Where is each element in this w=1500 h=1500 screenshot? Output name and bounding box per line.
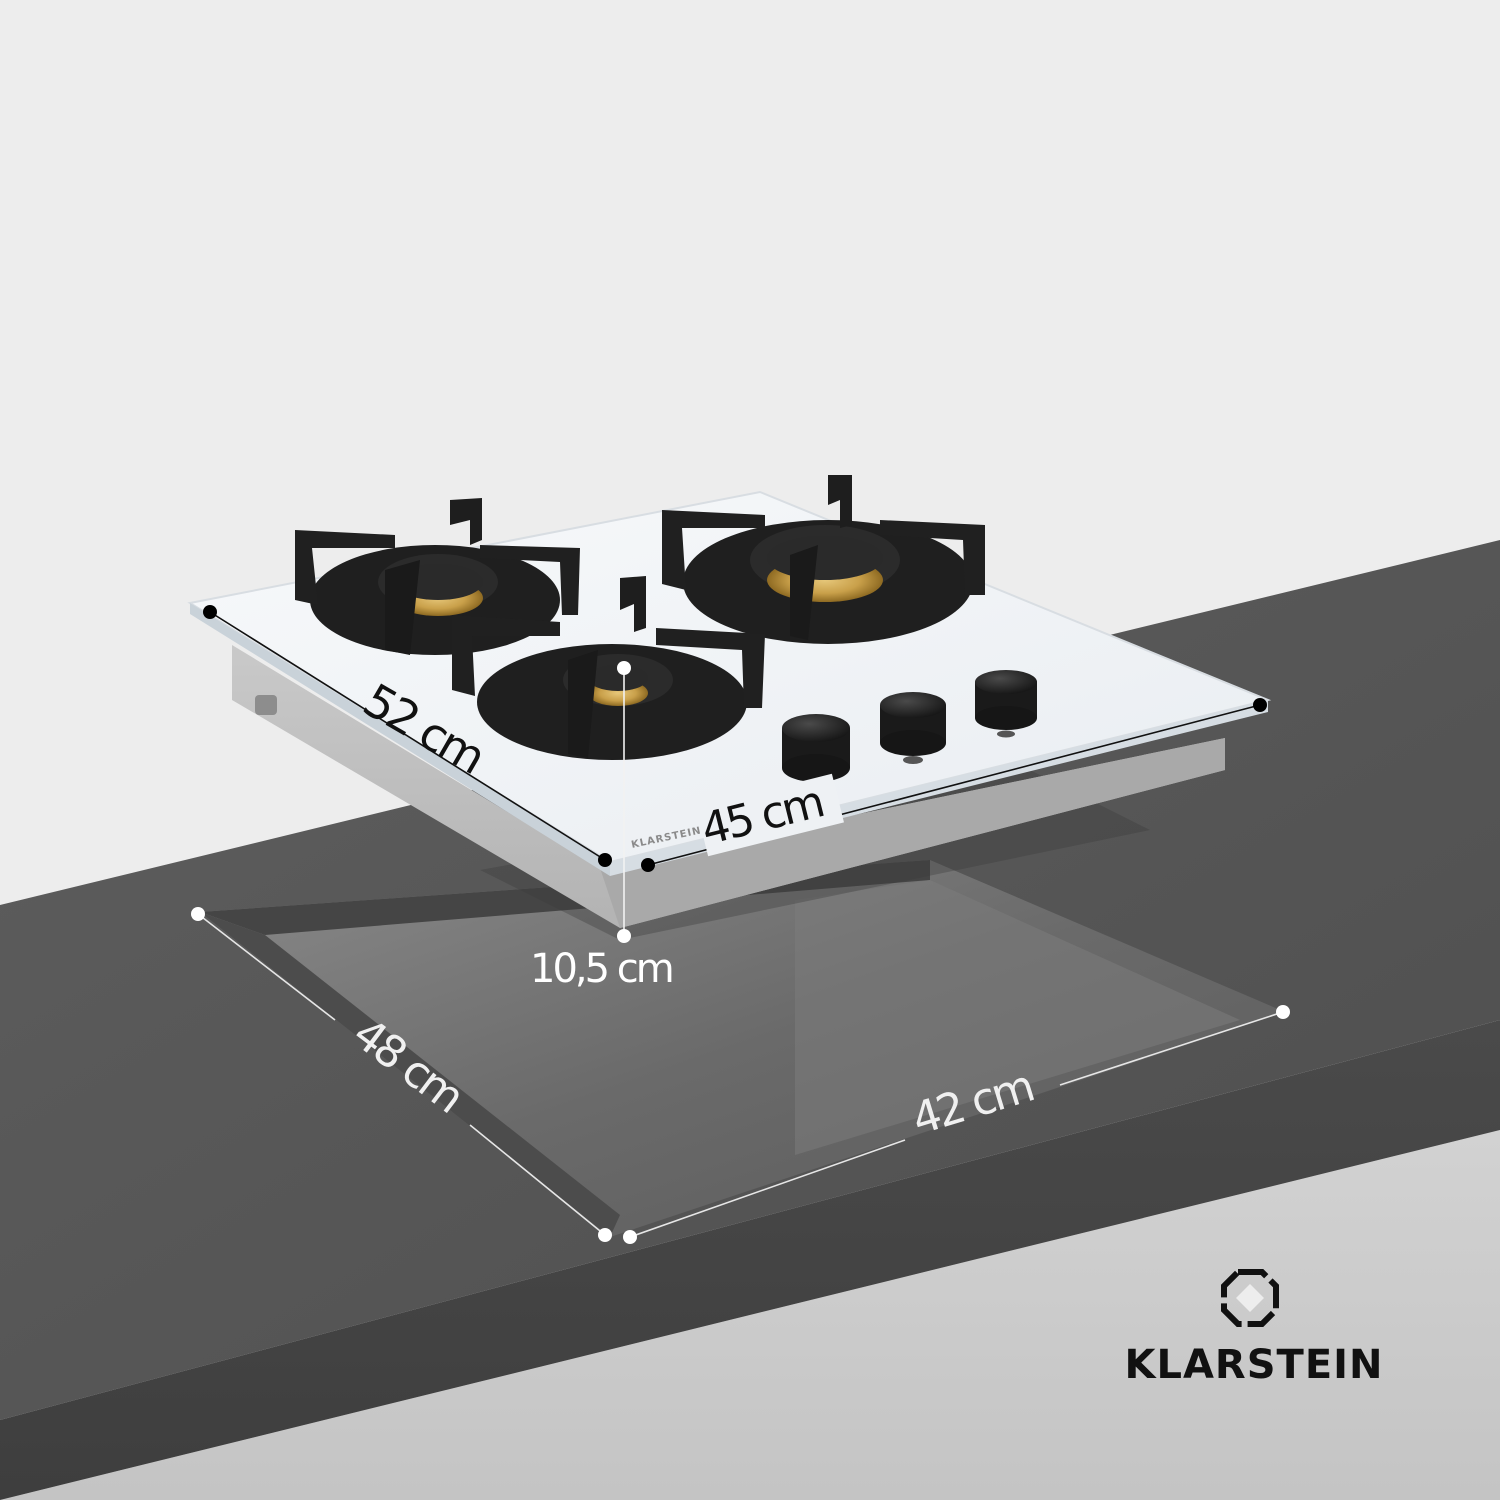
burner-back-right bbox=[662, 475, 985, 644]
knob-middle bbox=[880, 692, 946, 764]
knob-left bbox=[782, 714, 850, 790]
countertop-edge bbox=[0, 1020, 1500, 1500]
cutout-inner-light bbox=[795, 880, 1240, 1155]
dimension-hob-height: 10,5 cm bbox=[530, 661, 675, 992]
glass-edge-left bbox=[190, 603, 610, 876]
brand-name: KLARSTEIN bbox=[1124, 1342, 1383, 1388]
brand-logo: KLARSTEIN bbox=[1124, 1269, 1383, 1388]
brand-logo-icon bbox=[1221, 1269, 1279, 1327]
label-hob-height: 10,5 cm bbox=[530, 946, 672, 992]
cutout-left-wall bbox=[200, 912, 620, 1237]
control-knobs bbox=[782, 670, 1037, 790]
burner-front bbox=[452, 576, 765, 760]
knob-right bbox=[975, 670, 1037, 738]
hob-tray-front bbox=[600, 738, 1225, 928]
burner-back-left bbox=[295, 498, 580, 655]
hob-foot bbox=[255, 695, 277, 715]
